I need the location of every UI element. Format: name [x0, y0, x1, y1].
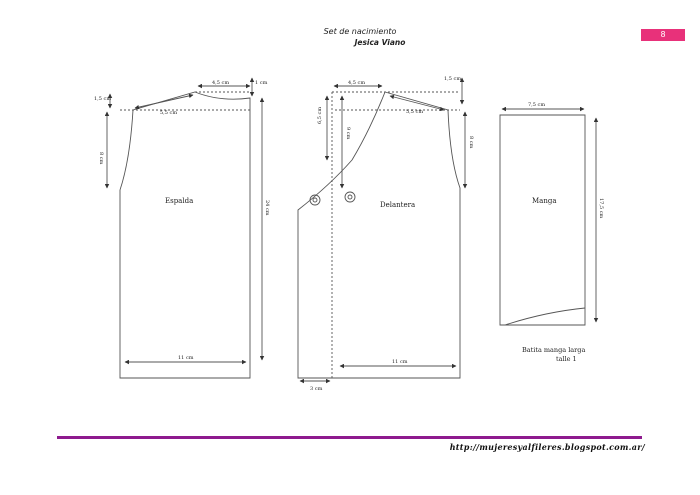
document-title: Set de nacimiento	[323, 27, 397, 36]
front-neck-drop-label: 1,5 cm	[444, 76, 461, 82]
sleeve-pattern-piece	[499, 114, 586, 326]
sleeve-width-label: 7,5 cm	[528, 102, 545, 108]
sleeve-length-label: 17,5 cm	[598, 198, 604, 219]
page-number-badge: 8	[641, 29, 685, 41]
back-width-label: 11 cm	[178, 355, 194, 361]
back-shoulder-drop-label: 1,5 cm	[94, 96, 111, 102]
front-armhole-label: 8 cm	[468, 136, 474, 149]
back-pattern-piece	[119, 91, 251, 379]
back-length-label: 24 cm	[264, 200, 270, 216]
footer-blog-url: http://mujeresyalfileres.blogspot.com.ar…	[449, 442, 645, 452]
front-pattern-piece	[297, 91, 461, 379]
back-shoulder-label: 5,5 cm	[160, 110, 177, 116]
front-drop-2-label: 9 cm	[345, 127, 351, 140]
caption-line-1: Batita manga larga	[522, 346, 585, 354]
caption-line-2: talle 1	[556, 355, 577, 363]
back-armhole-label: 8 cm	[98, 152, 104, 165]
front-neck-width-label: 4,5 cm	[348, 80, 365, 86]
front-shoulder-label: 5,5 cm	[406, 109, 423, 115]
back-piece-label: Espalda	[165, 197, 193, 205]
front-piece-label: Delantera	[380, 201, 415, 209]
footer-divider	[57, 436, 642, 439]
front-overlap-label: 3 cm	[310, 386, 323, 392]
sleeve-piece-label: Manga	[532, 197, 557, 205]
back-neck-drop-label: 1 cm	[255, 80, 268, 86]
back-neck-width-label: 4,5 cm	[212, 80, 229, 86]
document-author: Jesica Viano	[354, 38, 406, 47]
front-width-label: 11 cm	[392, 359, 408, 365]
front-drop-1-label: 6,5 cm	[317, 107, 323, 124]
